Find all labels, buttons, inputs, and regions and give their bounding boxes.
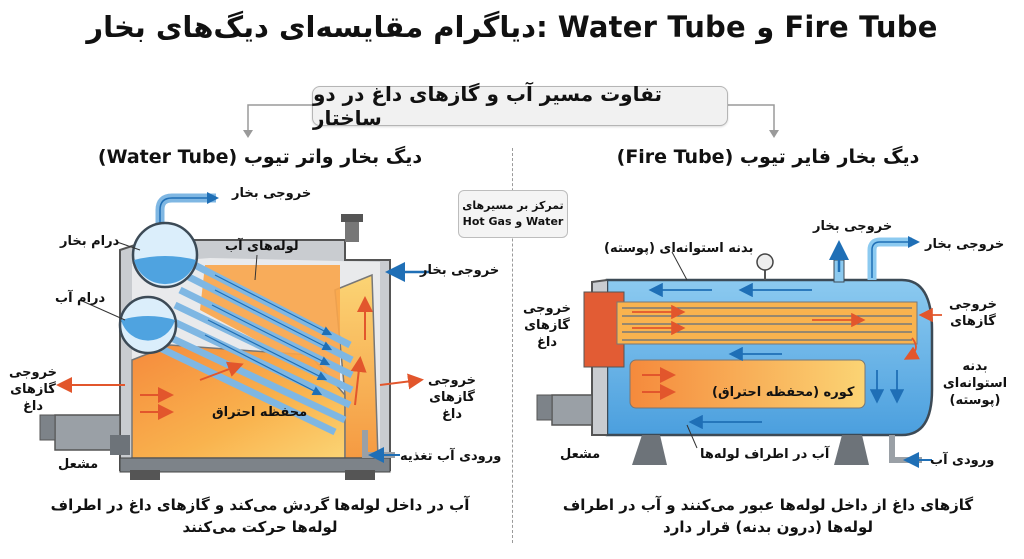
page-title: دیاگرام مقایسه‌ای دیگ‌های بخار: Water Tu…: [86, 10, 938, 44]
wt-steam-drum-label: درام بخار: [60, 234, 120, 249]
subtitle-box: تفاوت مسیر آب و گازهای داغ در دو ساختار: [312, 82, 728, 130]
ft-hot-gas-outlet-left-label: خروجی گازهای داغ: [522, 301, 572, 350]
wt-water-tubes-label: لوله‌های آب: [225, 239, 299, 254]
wt-steam-outlet-top-label: خروجی بخار: [232, 186, 312, 201]
wt-water-drum-label: درام آب: [55, 291, 106, 306]
wt-burner-label: مشعل: [58, 457, 99, 472]
wt-combustion-chamber-label: محفظه احتراق: [212, 405, 308, 420]
ft-furnace-label: کوره (محفظه احتراق): [712, 385, 855, 400]
ft-burner-label: مشعل: [560, 447, 601, 462]
focus-note-line1: تمرکز بر مسیرهای: [462, 199, 564, 212]
ft-water-inlet-label: ورودی آب: [930, 453, 995, 468]
focus-note: تمرکز بر مسیرهای Hot Gas و Water: [458, 190, 568, 238]
center-divider: [512, 148, 513, 543]
water-tube-heading: دیگ بخار واتر تیوب (Water Tube): [97, 146, 423, 168]
wt-hot-gas-outlet-left-label: خروجی گازهای داغ: [8, 365, 58, 414]
fire-tube-heading: دیگ بخار فایر تیوب (Fire Tube): [616, 146, 920, 168]
ft-shell-right-label: بدنه استوانه‌ای (پوسته): [942, 359, 1008, 408]
water-tube-diagram: [39, 192, 430, 480]
ft-shell-top-label: بدنه استوانه‌ای (پوسته): [604, 241, 754, 256]
ft-steam-outlet-mid-label: خروجی بخار: [813, 219, 893, 234]
focus-note-line2: Hot Gas و Water: [462, 215, 564, 228]
ft-water-around-tubes-label: آب در اطراف لوله‌ها: [700, 447, 830, 462]
fire-tube-diagram: [536, 236, 942, 468]
water-tube-description: آب در داخل لوله‌ها گردش می‌کند و گازهای …: [50, 496, 470, 536]
fire-tube-description: گازهای داغ از داخل لوله‌ها عبور می‌کنند …: [562, 496, 974, 536]
ft-hot-gas-outlet-right-label: خروجی گازهای: [948, 297, 998, 329]
wt-feed-water-inlet-label: ورودی آب تغذیه: [400, 449, 502, 464]
subtitle-connectors: [243, 104, 779, 138]
wt-hot-gas-outlet-right-label: خروجی گازهای داغ: [427, 373, 477, 422]
ft-steam-outlet-right-label: خروجی بخار: [925, 237, 1005, 252]
wt-steam-outlet-side-label: خروجی بخار: [420, 263, 500, 278]
